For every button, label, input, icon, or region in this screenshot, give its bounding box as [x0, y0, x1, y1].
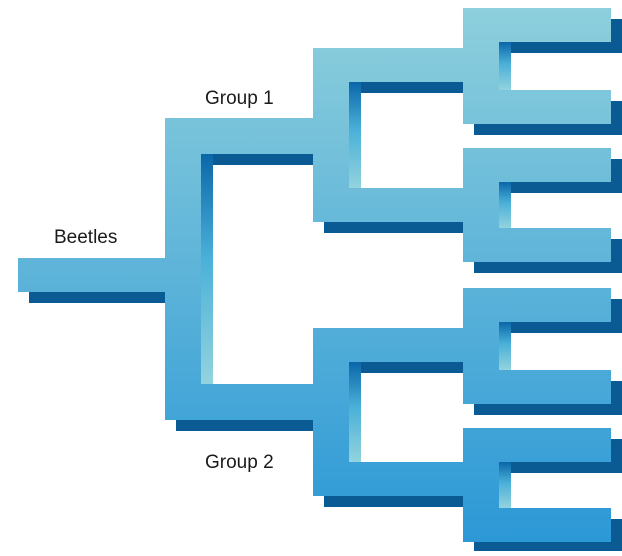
leaf-bracket-1-inner-wall — [499, 42, 511, 90]
group-1-label: Group 1 — [205, 88, 274, 109]
root-label: Beetles — [54, 227, 118, 248]
leaf-bracket-3-lower-leaf — [463, 370, 611, 404]
tree-branch-faces — [18, 8, 611, 542]
leaf-bracket-4-inner-wall — [499, 462, 511, 508]
trunk-inner-wall — [201, 154, 213, 384]
branch-group-1 — [165, 118, 325, 154]
leaf-bracket-3-inner-wall — [499, 322, 511, 370]
group-1-bracket-upper-arm — [313, 48, 475, 82]
leaf-bracket-2-lower-leaf — [463, 228, 611, 262]
leaf-bracket-1-upper-leaf — [463, 8, 611, 42]
leaf-bracket-1-lower-leaf — [463, 90, 611, 124]
group-2-bracket-inner-wall — [349, 362, 361, 462]
group-2-bracket-lower-arm — [313, 462, 475, 496]
group-2-label: Group 2 — [205, 452, 274, 473]
leaf-bracket-4-lower-leaf — [463, 508, 611, 542]
leaf-bracket-2-inner-wall — [499, 182, 511, 228]
trunk-vertical — [165, 118, 201, 420]
group-2-bracket-upper-arm — [313, 328, 475, 362]
root-stem — [18, 258, 178, 292]
leaf-bracket-2-upper-leaf — [463, 148, 611, 182]
branch-group-2 — [165, 384, 325, 420]
leaf-bracket-3-upper-leaf — [463, 288, 611, 322]
group-1-bracket-lower-arm — [313, 188, 475, 222]
tree-inner-walls — [201, 42, 511, 508]
leaf-bracket-4-upper-leaf — [463, 428, 611, 462]
group-1-bracket-inner-wall — [349, 82, 361, 188]
